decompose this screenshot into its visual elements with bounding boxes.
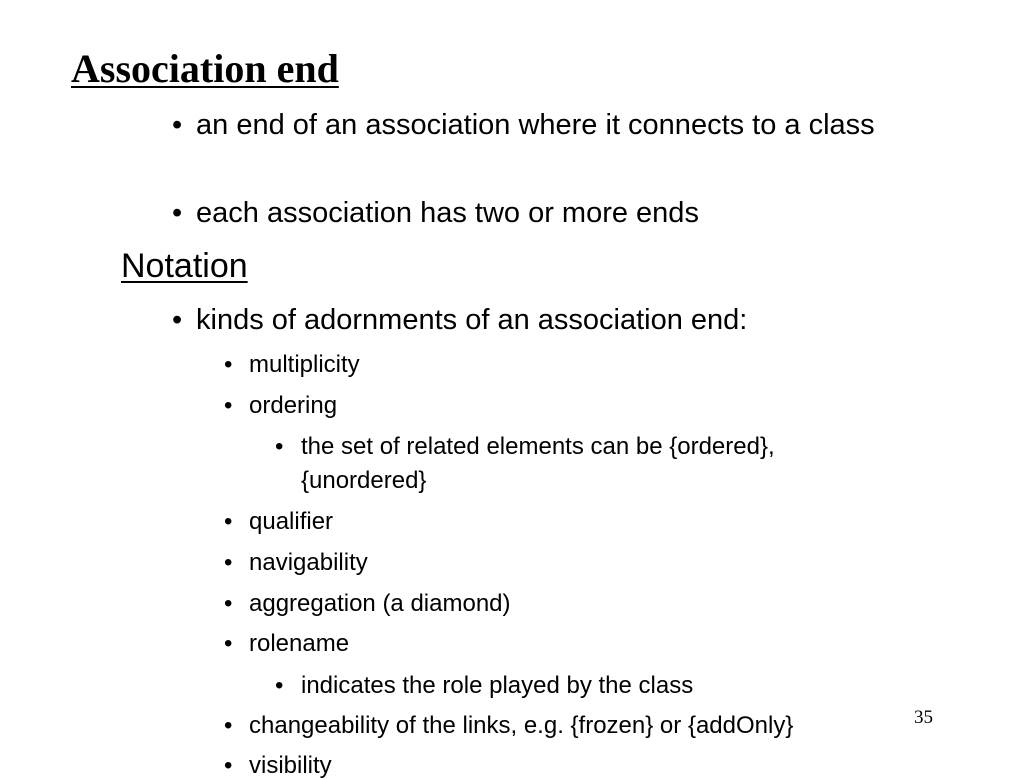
sub-sub-list-item: • the set of related elements can be {or… xyxy=(275,430,781,498)
section-heading: Notation xyxy=(121,247,248,285)
list-item-text: rolename xyxy=(249,630,350,657)
bullet: • xyxy=(224,549,233,576)
list-item-text: visibility xyxy=(249,752,332,779)
bullet: • xyxy=(275,672,284,699)
bullet: • xyxy=(172,197,183,229)
sub-list-item: • multiplicity xyxy=(224,351,360,379)
list-item-text: indicates the role played by the class xyxy=(301,672,694,699)
slide-title: Association end xyxy=(71,46,339,91)
list-item-text: ordering xyxy=(249,392,338,419)
list-item-text: changeability of the links, e.g. {frozen… xyxy=(249,712,794,739)
list-item-text: each association has two or more ends xyxy=(196,197,699,229)
bullet: • xyxy=(172,304,183,336)
list-item: • kinds of adornments of an association … xyxy=(172,301,747,340)
bullet: • xyxy=(224,712,233,739)
list-item-text: aggregation (a diamond) xyxy=(249,590,511,617)
bullet: • xyxy=(224,508,233,535)
sub-list-item: • ordering xyxy=(224,392,337,420)
list-item-text: qualifier xyxy=(249,508,334,535)
sub-list-item: • navigability xyxy=(224,549,368,577)
page-number: 35 xyxy=(914,707,933,728)
bullet: • xyxy=(275,433,284,460)
bullet: • xyxy=(224,392,233,419)
bullet: • xyxy=(224,630,233,657)
list-item-text: multiplicity xyxy=(249,351,360,378)
list-item-text: navigability xyxy=(249,549,368,576)
sub-list-item: • aggregation (a diamond) xyxy=(224,590,511,618)
sub-sub-list-item: • indicates the role played by the class xyxy=(275,669,693,703)
bullet: • xyxy=(224,351,233,378)
sub-list-item: • rolename xyxy=(224,630,349,658)
bullet: • xyxy=(224,590,233,617)
list-item: • an end of an association where it conn… xyxy=(172,106,936,145)
list-item-text: the set of related elements can be {orde… xyxy=(301,433,775,494)
sub-list-item: • qualifier xyxy=(224,508,333,536)
bullet: • xyxy=(172,109,183,141)
list-item: • each association has two or more ends xyxy=(172,194,699,233)
sub-list-item: • changeability of the links, e.g. {froz… xyxy=(224,712,793,740)
list-item-text: kinds of adornments of an association en… xyxy=(196,304,748,336)
list-item-text: an end of an association where it connec… xyxy=(196,109,875,141)
bullet: • xyxy=(224,752,233,779)
sub-list-item: • visibility xyxy=(224,752,332,780)
